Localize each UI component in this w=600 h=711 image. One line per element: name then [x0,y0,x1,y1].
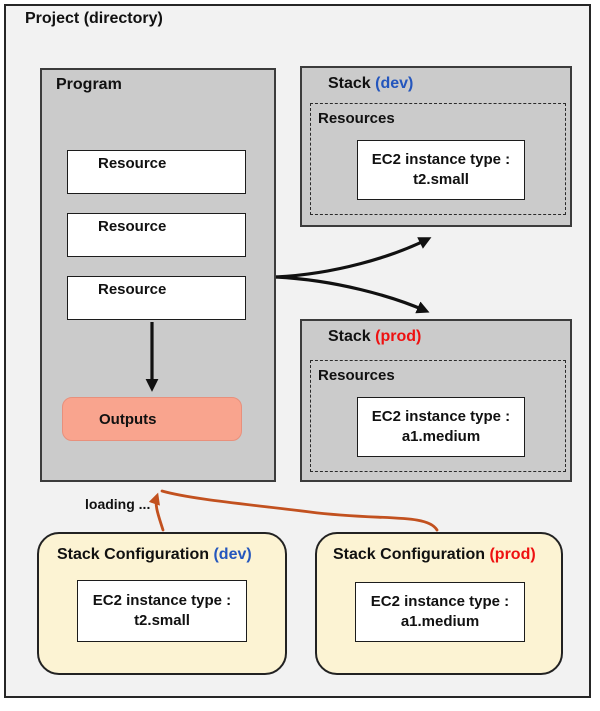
stack-prod-resources-label: Resources [318,367,395,384]
stack-dev-instance-box: EC2 instance type : t2.small [357,140,525,200]
config-dev-name: Stack Configuration [57,546,210,563]
stack-prod-resources-group: Resources [310,360,566,472]
stack-dev-resources-label: Resources [318,110,395,127]
outputs-label: Outputs [99,410,157,428]
program-title: Program [56,76,122,93]
stack-prod-title: Stack (prod) [328,328,421,346]
stack-dev-name: Stack [328,75,371,92]
resource-box-2: Resource [67,213,246,257]
stack-dev-instance-line1: EC2 instance type : [371,150,511,168]
config-prod-instance-line2: a1.medium [400,613,480,630]
resource-box-1: Resource [67,150,246,194]
config-prod-env: (prod) [489,546,536,563]
stack-dev-instance-line2: t2.small [413,171,469,188]
config-prod-name: Stack Configuration [333,546,486,563]
stack-prod-env: (prod) [375,328,422,345]
stack-prod-name: Stack [328,328,371,345]
stack-prod-instance-box: EC2 instance type : a1.medium [357,397,525,457]
stack-prod-instance-line1: EC2 instance type : [371,407,511,425]
outputs-box: Outputs [62,397,242,441]
config-prod-instance-box: EC2 instance type : a1.medium [355,582,525,642]
resource-box-3: Resource [67,276,246,320]
config-dev-instance-box: EC2 instance type : t2.small [77,580,247,642]
stack-dev-resources-group: Resources [310,103,566,215]
config-dev-instance-line1: EC2 instance type : [92,591,232,609]
stack-prod-instance-line2: a1.medium [401,428,481,445]
stack-dev-title: Stack (dev) [328,75,413,93]
config-prod-instance-line1: EC2 instance type : [370,592,510,610]
stack-dev-env: (dev) [375,75,414,92]
project-title: Project (directory) [25,10,163,27]
config-dev-title: Stack Configuration (dev) [57,546,252,564]
config-prod-title: Stack Configuration (prod) [333,546,536,564]
config-dev-instance-line2: t2.small [134,612,190,629]
loading-label: loading ... [85,496,151,512]
config-dev-env: (dev) [213,546,252,563]
